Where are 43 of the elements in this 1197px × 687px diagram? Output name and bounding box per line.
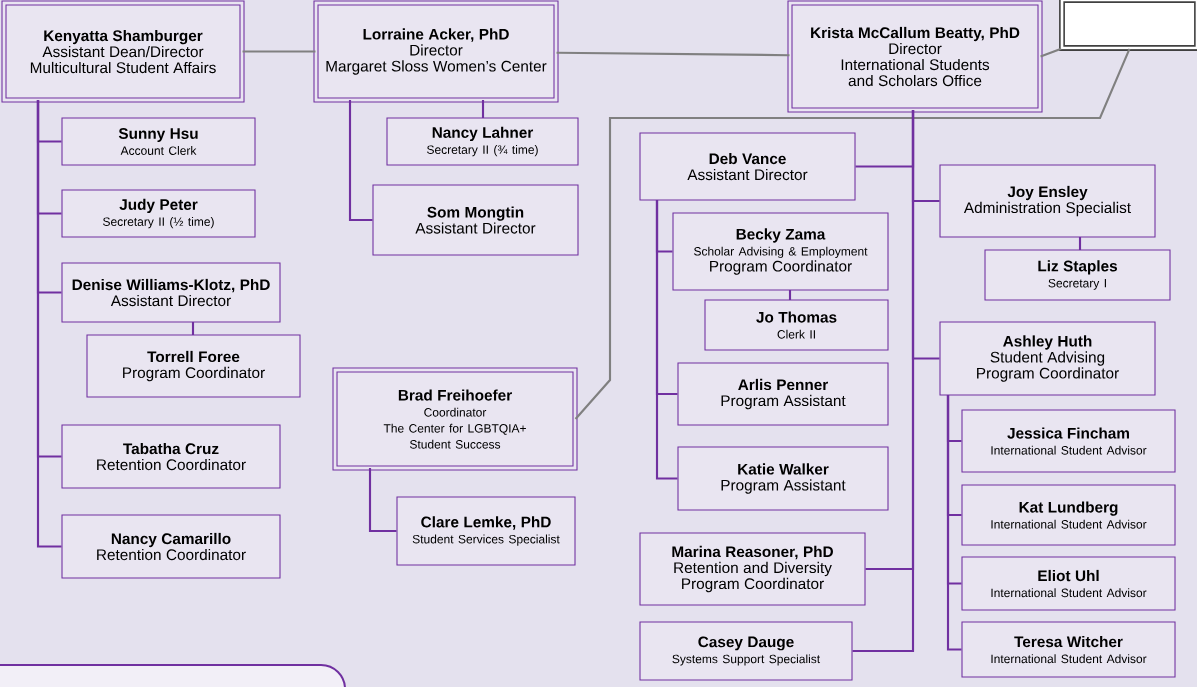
- empty-box: [1059, 0, 1197, 51]
- connector-line: [1078, 237, 1082, 250]
- person-box: Brad Freihoefer Coordinator The Center for LGBTQIA+ Student Success: [332, 367, 578, 471]
- person-box: Som Mongtin Assistant Director: [372, 184, 579, 256]
- empty-box: [0, 664, 346, 687]
- connector-line: [556, 51, 790, 57]
- connector-line: [655, 200, 678, 480]
- person-box: Casey Dauge Systems Support Specialist: [639, 621, 853, 681]
- person-box: Teresa Witcher International Student Advisor: [961, 621, 1176, 678]
- connector-line: [911, 110, 940, 360]
- connector-line: [1040, 47, 1062, 58]
- person-box: Clare Lemke, PhD Student Services Specialist: [396, 496, 576, 566]
- person-box: Ashley Huth Student Advising Program Coordinator: [939, 321, 1156, 396]
- person-box: Nancy Lahner Secretary II (¾ time): [386, 117, 579, 166]
- connector-line: [191, 322, 195, 335]
- connector-line: [242, 50, 316, 53]
- person-box: Marina Reasoner, PhD Retention and Diversity Program Coordinator: [639, 532, 866, 606]
- person-box: Tabatha Cruz Retention Coordinator: [61, 424, 281, 489]
- connector-line: [36, 100, 62, 548]
- person-box: Joy Ensley Administration Specialist: [939, 164, 1156, 238]
- person-box: Kat Lundberg International Student Advisor: [961, 484, 1176, 546]
- connector-line: [348, 100, 373, 222]
- person-box: Nancy Camarillo Retention Coordinator: [61, 514, 281, 579]
- connector-line: [481, 100, 485, 118]
- person-box: Krista McCallum Beatty, PhD Director International Students and Scholars Office: [787, 0, 1043, 113]
- person-box: Jo Thomas Clerk II: [704, 299, 889, 351]
- connector-line: [368, 468, 397, 533]
- connector-line: [788, 290, 792, 300]
- person-box: Eliot Uhl International Student Advisor: [961, 556, 1176, 611]
- connector-line: [574, 48, 1131, 420]
- person-box: Liz Staples Secretary I: [984, 249, 1171, 301]
- person-box: Judy Peter Secretary II (½ time): [61, 189, 256, 238]
- person-box: Denise Williams-Klotz, PhD Assistant Director: [61, 262, 281, 323]
- person-box: Arlis Penner Program Assistant: [677, 362, 889, 426]
- person-box: Becky Zama Scholar Advising & Employment Program Coordinator: [672, 212, 889, 291]
- person-box: Jessica Fincham International Student Advisor: [961, 409, 1176, 473]
- person-box: Sunny Hsu Account Clerk: [61, 117, 256, 166]
- connector-line: [946, 395, 962, 651]
- person-box: Lorraine Acker, PhD Director Margaret Sloss Women’s Center: [313, 0, 559, 103]
- person-box: Torrell Foree Program Coordinator: [86, 334, 301, 398]
- person-box: Kenyatta Shamburger Assistant Dean/Director Multicultural Student Affairs: [1, 0, 245, 103]
- person-box: Deb Vance Assistant Director: [639, 132, 856, 201]
- person-box: Katie Walker Program Assistant: [677, 446, 889, 511]
